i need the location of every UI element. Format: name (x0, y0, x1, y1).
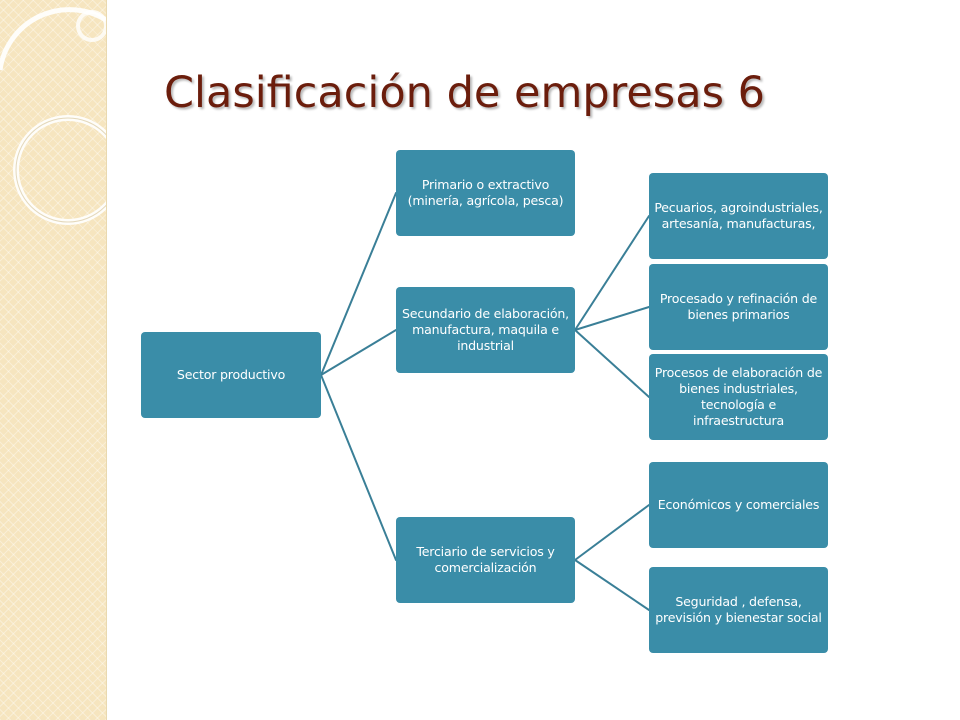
node-label: Terciario de servicios y comercializació… (416, 544, 555, 575)
node-label: Económicos y comerciales (657, 497, 820, 512)
connector-secundario-procesos (574, 329, 650, 398)
node-label: Primario o extractivo (minería, agrícola… (407, 177, 564, 208)
node-label: Seguridad , defensa, previsión y bienest… (655, 594, 822, 625)
node-label: Procesado y refinación de bienes primari… (659, 291, 818, 322)
node-economicos: Económicos y comerciales (649, 462, 828, 548)
node-label: Sector productivo (176, 367, 286, 382)
node-secundario: Secundario de elaboración, manufactura, … (396, 287, 575, 373)
connector-root-primario (320, 192, 397, 376)
node-seguridad: Seguridad , defensa, previsión y bienest… (649, 567, 828, 653)
connector-terciario-seguridad (574, 559, 650, 611)
node-label: Procesos de elaboración de bienes indust… (654, 365, 823, 428)
node-terciario: Terciario de servicios y comercializació… (396, 517, 575, 603)
decorative-rings (0, 7, 106, 225)
node-label: Secundario de elaboración, manufactura, … (402, 306, 569, 353)
connector-root-secundario (320, 329, 397, 376)
node-primario: Primario o extractivo (minería, agrícola… (396, 150, 575, 236)
decorative-side-panel (0, 0, 107, 720)
node-procesos-industriales: Procesos de elaboración de bienes indust… (649, 354, 828, 440)
connector-root-terciario (320, 374, 397, 561)
node-procesado: Procesado y refinación de bienes primari… (649, 264, 828, 350)
node-pecuarios: Pecuarios, agroindustriales, artesanía, … (649, 173, 828, 259)
slide-title: Clasificación de empresas 6 (164, 68, 765, 118)
node-sector-productivo: Sector productivo (141, 332, 321, 418)
connector-secundario-pecuarios (574, 215, 650, 331)
node-label: Pecuarios, agroindustriales, artesanía, … (654, 200, 823, 231)
connector-terciario-economicos (574, 504, 650, 561)
connector-secundario-procesado (574, 306, 650, 331)
